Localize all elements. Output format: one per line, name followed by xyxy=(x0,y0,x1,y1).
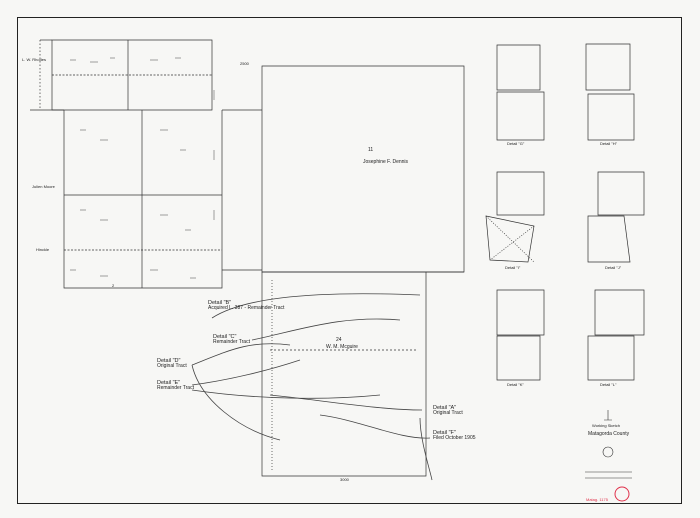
block-number: 2500 xyxy=(240,61,249,66)
tract-owner-label: W. M. Mcguire xyxy=(326,344,358,350)
callout-detail-a: Detail "A" Original Tract xyxy=(433,405,463,417)
callout-detail-c: Detail "C" Remainder Tract xyxy=(213,334,250,346)
block-number: 24 xyxy=(336,337,342,343)
detail-label: Detail "L" xyxy=(600,382,617,387)
leader-f xyxy=(319,414,431,439)
lower-subdivision xyxy=(63,110,223,289)
road-label: Julien Moore xyxy=(32,184,55,189)
block-number: 2 xyxy=(112,283,115,288)
map-border xyxy=(17,17,682,504)
map-title: Working Sketch xyxy=(592,423,620,428)
leader-a xyxy=(269,394,423,411)
detail-panels xyxy=(485,43,645,381)
detail-label: Detail "G" xyxy=(507,141,525,146)
map-county: Matagorda County xyxy=(588,431,630,437)
road-label: Hinckle xyxy=(36,247,50,252)
callout-detail-e: Detail "E" Remainder Tract xyxy=(157,380,194,392)
callout-detail-f: Detail "F" Filed October 1905 xyxy=(433,430,476,442)
callout-detail-b: Detail "B" Acquired L. 387 - Remainder T… xyxy=(208,300,285,312)
tract-owner-label: Josephine F. Dennis xyxy=(363,159,409,165)
upper-subdivision xyxy=(51,39,213,111)
leader-c xyxy=(251,318,401,341)
sheet-code: Matag. 1175 xyxy=(586,497,608,502)
leader-b xyxy=(211,293,421,319)
callout-detail-d: Detail "D" Original Tract xyxy=(157,358,187,370)
detail-label: Detail "K" xyxy=(507,382,524,387)
tract-24 xyxy=(261,271,427,477)
road-label: L. W. Rhodes xyxy=(22,57,47,62)
block-number: 11 xyxy=(368,147,374,153)
title-block xyxy=(585,410,632,479)
detail-label: Detail "J" xyxy=(605,265,622,270)
block-number: 3000 xyxy=(340,477,349,482)
tract-11 xyxy=(261,65,465,273)
detail-label: Detail "I" xyxy=(505,265,521,270)
detail-label: Detail "H" xyxy=(600,141,618,146)
